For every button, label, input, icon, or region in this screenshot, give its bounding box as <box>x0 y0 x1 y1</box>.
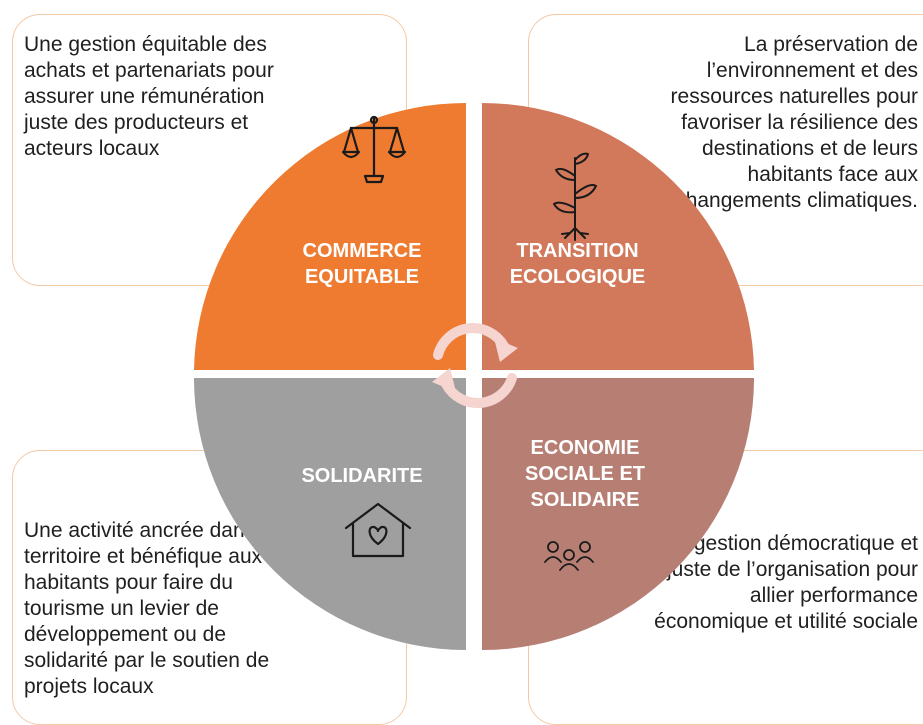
solidarite-description: Une activité ancrée dans le territoire e… <box>24 519 278 698</box>
people-group-icon <box>544 541 594 571</box>
balance-scale-icon <box>341 115 407 184</box>
transition-description: La préservation de l’environnement et de… <box>670 33 918 212</box>
solidarite-quadrant <box>194 378 466 650</box>
transition-label: TRANSITION ECOLOGIQUE <box>509 240 646 288</box>
plant-sprout-icon <box>553 152 597 241</box>
economie-label: ECONOMIE SOCIALE ET SOLIDAIRE <box>524 437 645 511</box>
economie-quadrant <box>482 378 754 650</box>
transition-quadrant <box>482 103 754 370</box>
commerce-description: Une gestion équitable des achats et part… <box>24 33 274 160</box>
cycle-arrows-icon <box>432 323 518 408</box>
commerce-label: COMMERCE EQUITABLE <box>302 240 422 288</box>
solidarite-label: SOLIDARITE <box>301 465 423 487</box>
commerce-quadrant <box>194 103 466 370</box>
house-heart-icon <box>344 502 412 558</box>
economie-description: Une gestion démocratique et juste de l’o… <box>649 532 919 633</box>
